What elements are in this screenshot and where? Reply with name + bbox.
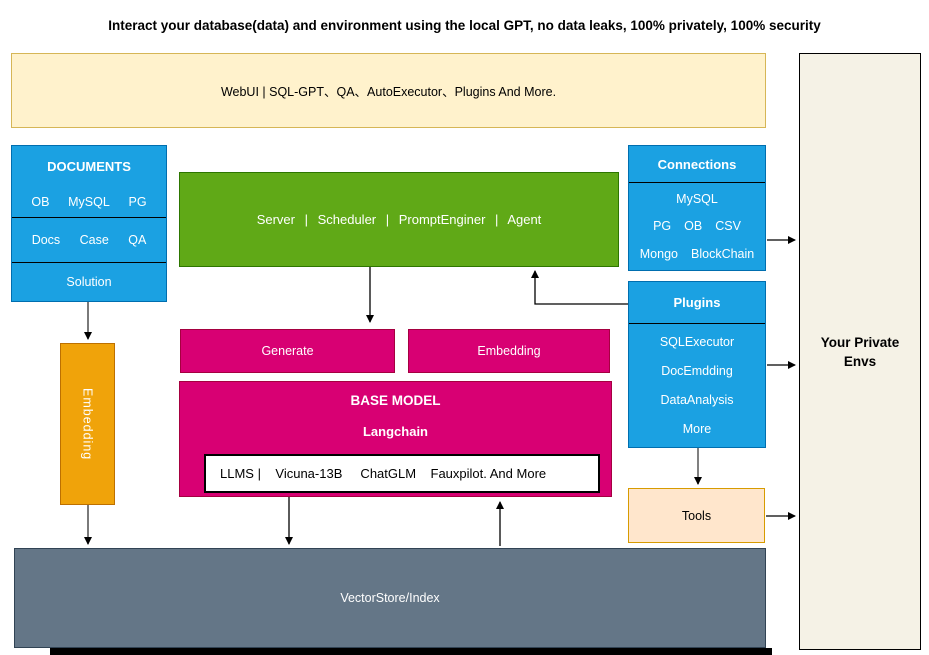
generate-label: Generate <box>261 344 314 358</box>
documents-box: DOCUMENTS OB MySQL PG Docs Case QA Solut… <box>11 145 167 302</box>
connections-item-pg: PG <box>653 219 672 234</box>
connections-item-csv: CSV <box>715 219 741 234</box>
documents-item-pg: PG <box>128 194 147 209</box>
base-model-title: BASE MODEL <box>350 393 441 408</box>
connections-box: Connections MySQL PG OB CSV Mongo BlockC… <box>628 145 766 271</box>
base-model-box: BASE MODEL Langchain LLMS | Vicuna-13B C… <box>179 381 612 497</box>
documents-item-docs: Docs <box>31 233 61 247</box>
arrow-plugins-to-server <box>531 270 628 305</box>
documents-row-sources: OB MySQL PG <box>12 186 166 218</box>
llms-list-box: LLMS | Vicuna-13B ChatGLM Fauxpilot. And… <box>204 454 600 493</box>
plugins-box: Plugins SQLExecutor DocEmdding DataAnaly… <box>628 281 766 448</box>
connections-row: MySQL <box>629 192 765 206</box>
documents-item-mysql: MySQL <box>68 194 110 209</box>
plugins-header: Plugins <box>629 282 765 324</box>
documents-item-qa: QA <box>128 233 147 247</box>
vector-store-box: VectorStore/Index <box>14 548 766 648</box>
webui-banner: WebUI | SQL-GPT、QA、AutoExecutor、Plugins … <box>11 53 766 128</box>
private-envs-box: Your Private Envs <box>799 53 921 650</box>
vector-store-label: VectorStore/Index <box>340 591 440 605</box>
bottom-edge-bar <box>50 648 772 655</box>
generate-box: Generate <box>180 329 395 373</box>
connections-item-mysql: MySQL <box>676 191 718 206</box>
connections-row: PG OB CSV <box>629 219 765 233</box>
plugins-item-sqlexecutor: SQLExecutor <box>659 335 735 350</box>
connections-row: Mongo BlockChain <box>629 247 765 261</box>
connections-item-mongo: Mongo <box>639 247 678 262</box>
server-label: Server | Scheduler | PromptEnginer | Age… <box>256 212 542 227</box>
webui-banner-label: WebUI | SQL-GPT、QA、AutoExecutor、Plugins … <box>220 85 557 99</box>
connections-header: Connections <box>629 146 765 183</box>
server-box: Server | Scheduler | PromptEnginer | Age… <box>179 172 619 267</box>
documents-row-solution: Solution <box>12 263 166 301</box>
diagram-title: Interact your database(data) and environ… <box>108 18 821 33</box>
embedding-box: Embedding <box>408 329 610 373</box>
private-envs-label: Your Private Envs <box>820 334 900 369</box>
documents-row-types: Docs Case QA <box>12 218 166 263</box>
plugins-item-more: More <box>682 421 712 436</box>
tools-label: Tools <box>681 508 712 523</box>
documents-header: DOCUMENTS <box>47 158 131 174</box>
plugins-body: SQLExecutor DocEmdding DataAnalysis More <box>629 324 765 447</box>
embedding-pipeline-label: Embedding <box>80 387 95 461</box>
base-model-subtitle: Langchain <box>362 424 428 439</box>
connections-body: MySQL PG OB CSV Mongo BlockChain <box>629 183 765 270</box>
embedding-label: Embedding <box>477 344 541 358</box>
connections-item-ob: OB <box>684 219 703 234</box>
documents-item-solution: Solution <box>66 275 112 289</box>
embedding-pipeline-box: Embedding <box>60 343 115 505</box>
connections-item-blockchain: BlockChain <box>691 247 755 262</box>
documents-item-case: Case <box>79 233 109 247</box>
documents-item-ob: OB <box>31 194 50 209</box>
plugins-item-dataanalysis: DataAnalysis <box>660 392 734 407</box>
tools-box: Tools <box>628 488 765 543</box>
plugins-item-docemdding: DocEmdding <box>661 364 733 379</box>
